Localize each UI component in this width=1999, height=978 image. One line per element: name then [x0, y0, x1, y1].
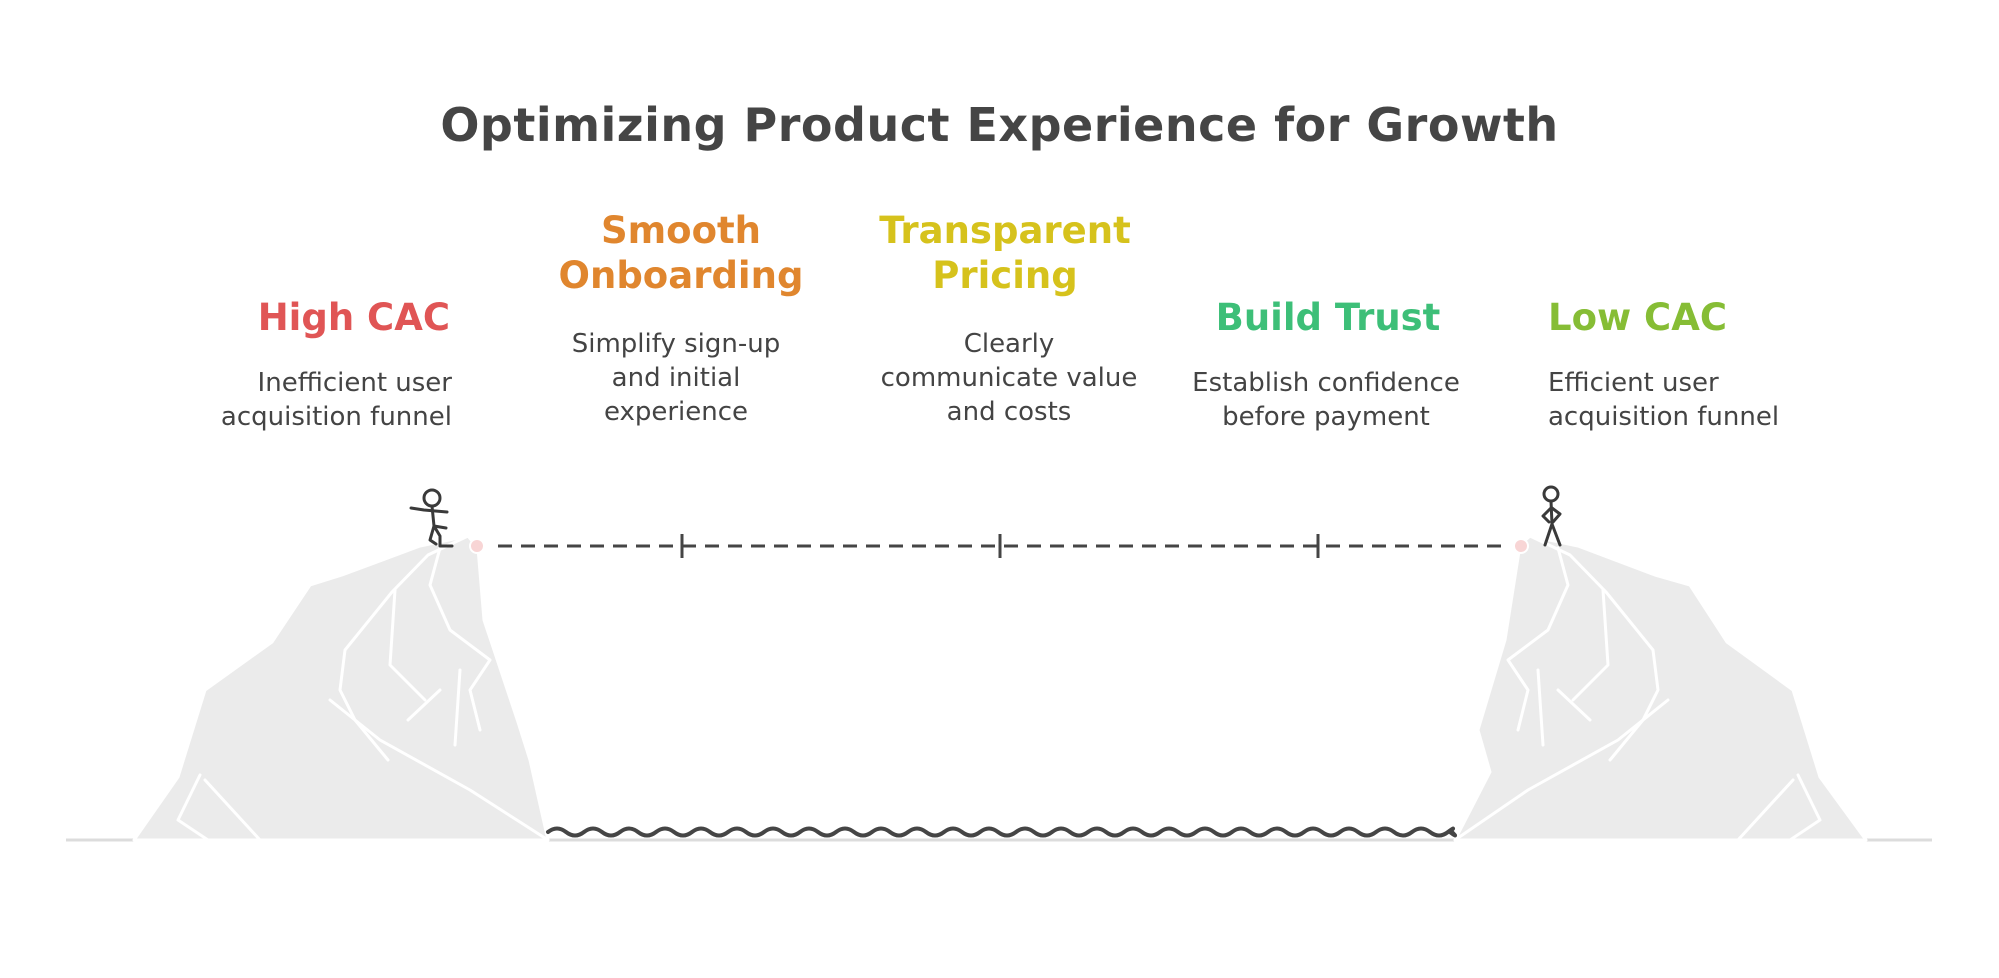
stage-heading-low-cac: Low CAC — [1548, 296, 1728, 339]
stage-desc-build-trust: Establish confidence before payment — [1192, 368, 1460, 432]
stage-heading-transparent-pricing: Transparent Pricing — [879, 209, 1131, 297]
left-cliff — [132, 534, 550, 842]
stick-figure-standing-icon — [1541, 485, 1562, 547]
stage-heading-build-trust: Build Trust — [1215, 296, 1441, 339]
stage-heading-high-cac: High CAC — [257, 296, 450, 339]
stage-desc-high-cac: Inefficient user acquisition funnel — [220, 368, 452, 432]
right-cliff — [1453, 534, 1868, 842]
stage-desc-smooth-onboarding: Simplify sign-up and initial experience — [571, 329, 781, 427]
stage-desc-transparent-pricing: Clearly communicate value and costs — [880, 329, 1138, 427]
water-waves — [546, 826, 1457, 838]
stage-desc-low-cac: Efficient user acquisition funnel — [1548, 368, 1780, 432]
diagram-title: Optimizing Product Experience for Growth — [440, 98, 1559, 152]
stick-figure-walking-icon — [409, 488, 454, 548]
stage-heading-smooth-onboarding: Smooth Onboarding — [558, 209, 804, 297]
